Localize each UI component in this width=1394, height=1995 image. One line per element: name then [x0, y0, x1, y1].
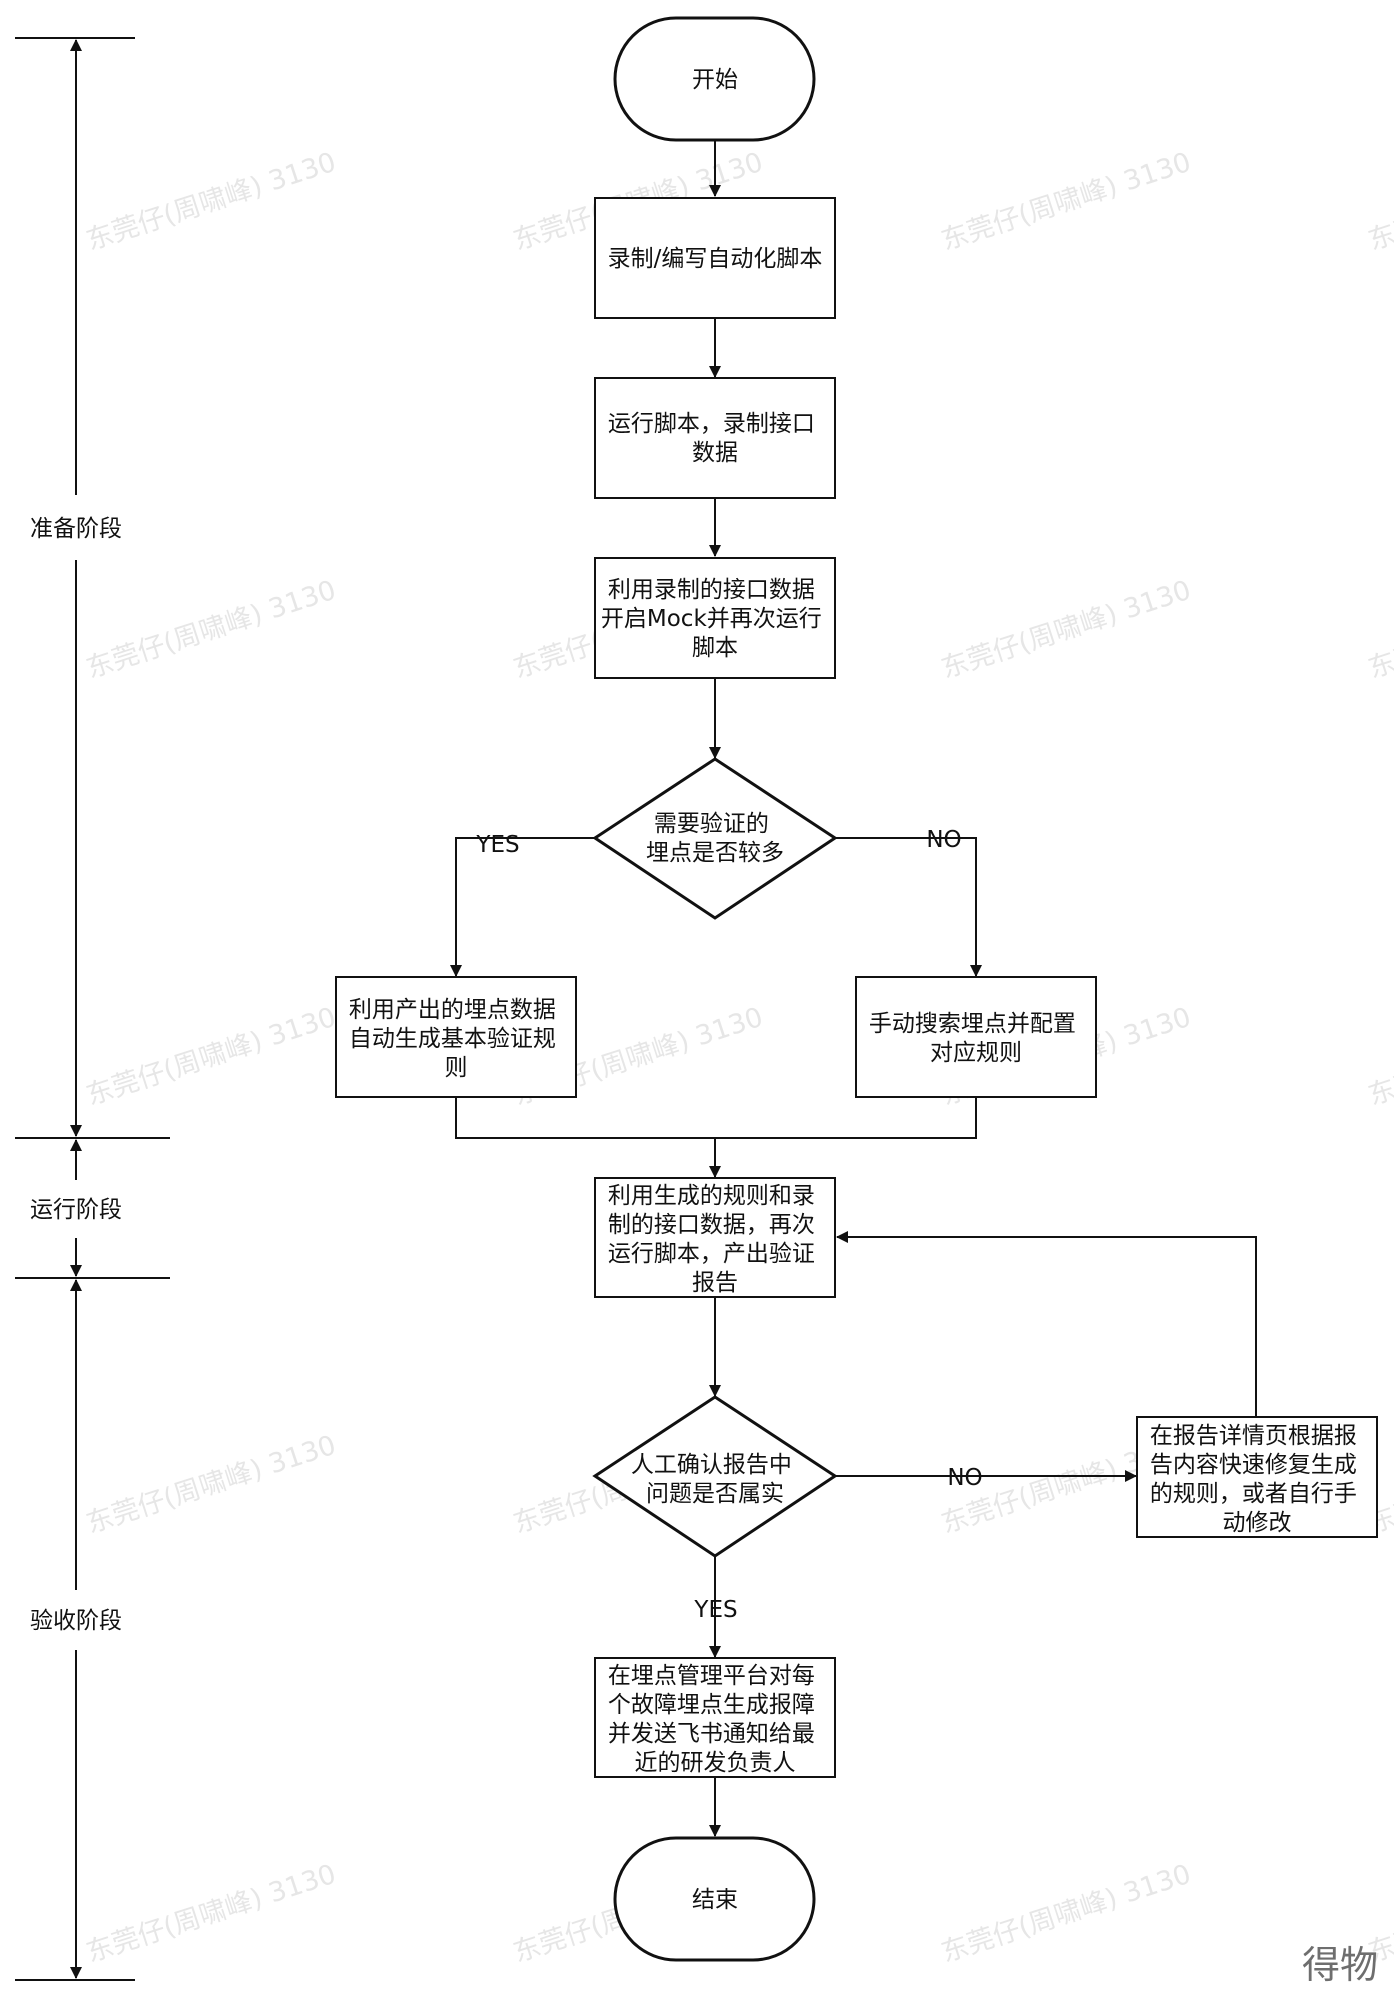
edge-label-d1-no: NO — [926, 827, 961, 853]
process-auto-rules-line-2: 自动生成基本验证规 — [349, 1026, 556, 1052]
process-mock-rerun-line-2: 开启Mock并再次运行 — [601, 606, 822, 632]
watermark-text: 东莞仔(周啸峰) 3130 — [938, 1859, 1195, 1969]
process-fix-rules-line-2: 告内容快速修复生成 — [1150, 1452, 1357, 1478]
process-generate-report-line-1: 利用生成的规则和录 — [608, 1183, 815, 1209]
decision-many-points-line-1: 需要验证的 — [654, 811, 769, 837]
process-auto-rules-line-3: 则 — [445, 1055, 468, 1081]
edge-label-d2-no: NO — [947, 1465, 982, 1491]
process-report-issue-line-2: 个故障埋点生成报障 — [608, 1692, 815, 1718]
process-run-script-line-1: 运行脚本，录制接口 — [608, 411, 815, 437]
terminator-start-label: 开始 — [692, 67, 738, 93]
phase-markers — [15, 37, 170, 1981]
process-manual-rules: 手动搜索埋点并配置 对应规则 — [855, 976, 1097, 1098]
process-mock-rerun-line-1: 利用录制的接口数据 — [608, 577, 815, 603]
process-run-script-line-2: 数据 — [692, 440, 738, 466]
edge-label-d2-yes: YES — [693, 1597, 737, 1623]
decision-many-points: 需要验证的 埋点是否较多 — [592, 757, 838, 920]
brand-logo-text: 得物 — [1302, 1943, 1378, 1987]
terminator-start: 开始 — [613, 16, 816, 142]
process-report-issue-line-3: 并发送飞书通知给最 — [608, 1721, 815, 1747]
phase-label-run: 运行阶段 — [30, 1197, 122, 1223]
process-mock-rerun-label: 利用录制的接口数据 开启Mock并再次运行 脚本 — [601, 577, 829, 661]
watermark-text: 东莞仔(周啸峰) 3130 — [83, 1002, 340, 1112]
watermark-text: 东莞仔(周啸峰) 3130 — [1365, 1002, 1394, 1112]
process-manual-rules-line-2: 对应规则 — [930, 1040, 1022, 1066]
decision-issue-valid-line-1: 人工确认报告中 — [631, 1452, 792, 1478]
process-report-issue-label: 在埋点管理平台对每 个故障埋点生成报障 并发送飞书通知给最 近的研发负责人 — [608, 1663, 822, 1776]
process-generate-report: 利用生成的规则和录 制的接口数据，再次 运行脚本，产出验证 报告 — [594, 1177, 836, 1298]
watermark-text: 东莞仔(周啸峰) 3130 — [1365, 147, 1394, 257]
edge-label-d1-yes: YES — [475, 832, 519, 858]
decision-many-points-label: 需要验证的 埋点是否较多 — [646, 811, 784, 866]
process-generate-report-line-3: 运行脚本，产出验证 — [608, 1241, 815, 1267]
watermark-text: 东莞仔(周啸峰) 3130 — [938, 575, 1195, 685]
decision-issue-valid-line-2: 问题是否属实 — [646, 1481, 784, 1507]
process-generate-report-label: 利用生成的规则和录 制的接口数据，再次 运行脚本，产出验证 报告 — [608, 1183, 822, 1296]
terminator-end: 结束 — [613, 1836, 816, 1962]
process-auto-rules-line-1: 利用产出的埋点数据 — [349, 997, 556, 1023]
decision-issue-valid-label: 人工确认报告中 问题是否属实 — [631, 1452, 799, 1507]
process-generate-report-line-4: 报告 — [692, 1270, 738, 1296]
process-auto-rules-label: 利用产出的埋点数据 自动生成基本验证规 则 — [349, 997, 563, 1081]
process-run-script-label: 运行脚本，录制接口 数据 — [608, 411, 822, 466]
phase-label-accept: 验收阶段 — [30, 1608, 122, 1634]
watermark-text: 东莞仔(周啸峰) 3130 — [83, 1859, 340, 1969]
process-record-script-label: 录制/编写自动化脚本 — [608, 246, 823, 272]
process-fix-rules: 在报告详情页根据报 告内容快速修复生成 的规则，或者自行手 动修改 — [1136, 1416, 1378, 1538]
decision-issue-valid: 人工确认报告中 问题是否属实 — [592, 1395, 838, 1558]
connectors — [450, 140, 1257, 1837]
process-record-script: 录制/编写自动化脚本 — [594, 197, 836, 319]
process-report-issue-line-4: 近的研发负责人 — [635, 1750, 796, 1776]
process-manual-rules-line-1: 手动搜索埋点并配置 — [869, 1011, 1076, 1037]
watermark-text: 东莞仔(周啸峰) 3130 — [83, 1430, 340, 1540]
process-report-issue-line-1: 在埋点管理平台对每 — [608, 1663, 815, 1689]
process-fix-rules-line-3: 的规则，或者自行手 — [1150, 1481, 1357, 1507]
decision-many-points-line-2: 埋点是否较多 — [646, 840, 784, 866]
watermark-text: 东莞仔(周啸峰) 3130 — [938, 147, 1195, 257]
process-fix-rules-line-1: 在报告详情页根据报 — [1150, 1423, 1357, 1449]
terminator-end-label: 结束 — [692, 1887, 738, 1913]
process-auto-rules: 利用产出的埋点数据 自动生成基本验证规 则 — [335, 976, 577, 1098]
process-fix-rules-label: 在报告详情页根据报 告内容快速修复生成 的规则，或者自行手 动修改 — [1150, 1423, 1364, 1536]
process-run-script: 运行脚本，录制接口 数据 — [594, 377, 836, 499]
process-generate-report-line-2: 制的接口数据，再次 — [608, 1212, 815, 1238]
process-mock-rerun: 利用录制的接口数据 开启Mock并再次运行 脚本 — [594, 557, 836, 679]
process-manual-rules-label: 手动搜索埋点并配置 对应规则 — [869, 1011, 1083, 1066]
watermark-text: 东莞仔(周啸峰) 3130 — [1365, 575, 1394, 685]
watermark-text: 东莞仔(周啸峰) 3130 — [83, 575, 340, 685]
phase-label-prepare: 准备阶段 — [30, 516, 122, 542]
process-mock-rerun-line-3: 脚本 — [692, 635, 738, 661]
process-fix-rules-line-4: 动修改 — [1223, 1510, 1292, 1536]
process-report-issue: 在埋点管理平台对每 个故障埋点生成报障 并发送飞书通知给最 近的研发负责人 — [594, 1657, 836, 1778]
watermark-text: 东莞仔(周啸峰) 3130 — [83, 147, 340, 257]
